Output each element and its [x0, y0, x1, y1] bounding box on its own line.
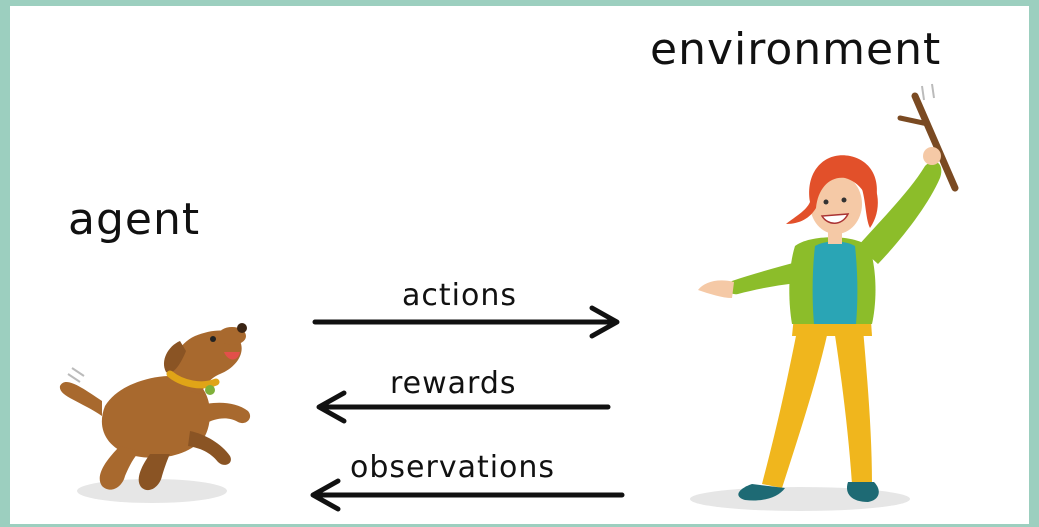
diagram-canvas: agent environment actions rewards observ…	[10, 6, 1029, 524]
rewards-arrow	[316, 390, 611, 424]
observations-label: observations	[350, 450, 556, 485]
environment-label: environment	[650, 24, 942, 75]
woman-illustration	[690, 83, 959, 511]
agent-label: agent	[68, 194, 201, 245]
dog-illustration	[59, 323, 251, 503]
observations-arrow	[310, 478, 625, 512]
illustration-layer	[59, 83, 959, 512]
rewards-label: rewards	[390, 366, 517, 401]
actions-arrow	[312, 305, 620, 339]
actions-label: actions	[402, 278, 517, 313]
